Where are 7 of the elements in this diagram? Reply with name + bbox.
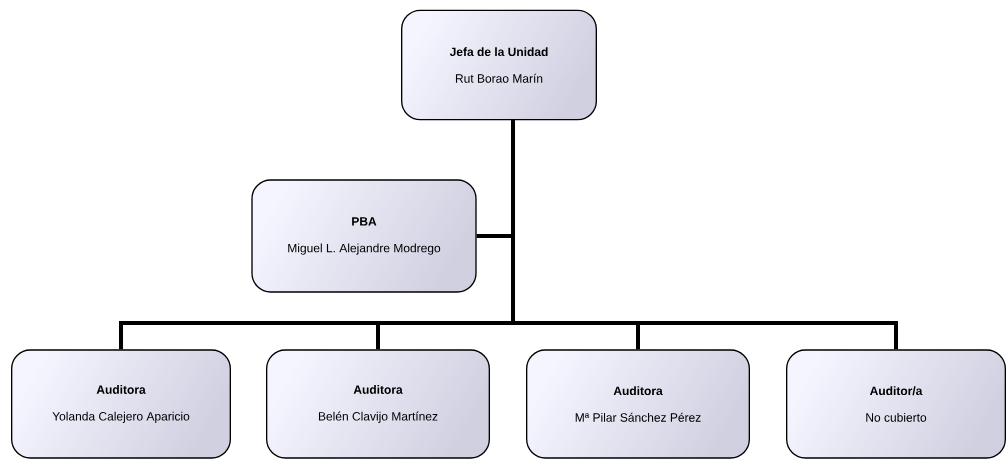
connector-line [511,120,898,350]
org-box: Jefa de la Unidad Rut Borao Marín [401,9,597,121]
org-box: Auditora Belén Clavijo Martínez [266,349,490,459]
org-box: Auditor/a No cubierto [786,349,1006,459]
org-box: Auditora Yolanda Calejero Aparicio [11,349,231,459]
org-box: PBA Miguel L. Alejandre Modrego [251,179,477,293]
org-box: Auditora Mª Pilar Sánchez Pérez [526,349,750,459]
